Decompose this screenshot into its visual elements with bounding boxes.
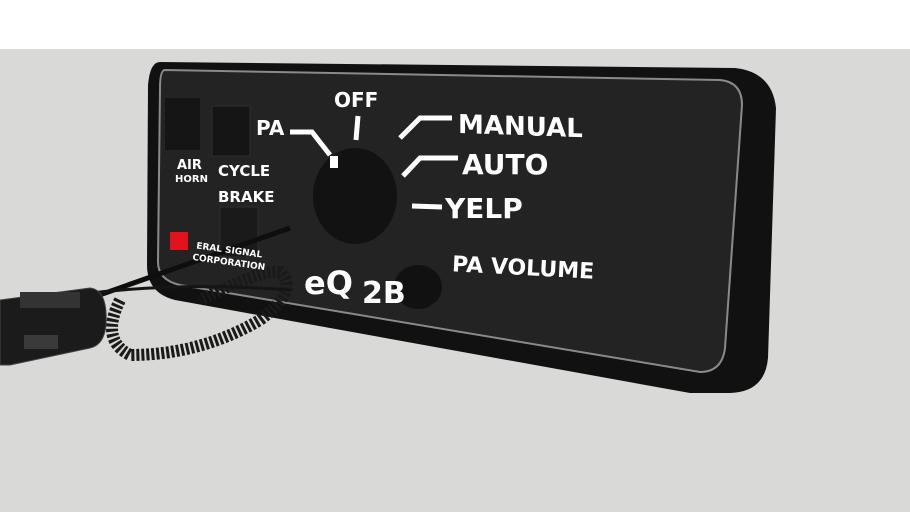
air-horn-label-1: AIR	[177, 158, 202, 173]
mic-grille	[20, 292, 80, 308]
pa-position-label: PA	[256, 116, 285, 140]
air-horn-label-2: HORN	[175, 174, 208, 185]
selector-tick-marks	[290, 115, 458, 210]
brake-label: BRAKE	[218, 188, 275, 206]
mic-ptt-button[interactable]	[24, 335, 58, 349]
federal-signal-logo-icon	[170, 232, 188, 250]
pa-volume-knob[interactable]	[394, 265, 442, 309]
knob-indicator	[330, 156, 338, 168]
model-prefix: eQ	[304, 264, 353, 302]
coiled-cord	[106, 265, 293, 362]
panel-face	[156, 68, 744, 374]
model-suffix: 2B	[362, 276, 406, 311]
off-position-label: OFF	[334, 88, 379, 112]
manual-position-label: MANUAL	[458, 109, 583, 145]
air-horn-switch[interactable]	[165, 98, 200, 150]
cycle-label: CYCLE	[218, 162, 271, 180]
mode-selector-knob[interactable]	[313, 148, 397, 244]
auto-position-label: AUTO	[462, 148, 549, 181]
cycle-brake-switch[interactable]	[211, 105, 251, 157]
yelp-position-label: YELP	[445, 192, 523, 225]
sky-background	[0, 0, 910, 49]
